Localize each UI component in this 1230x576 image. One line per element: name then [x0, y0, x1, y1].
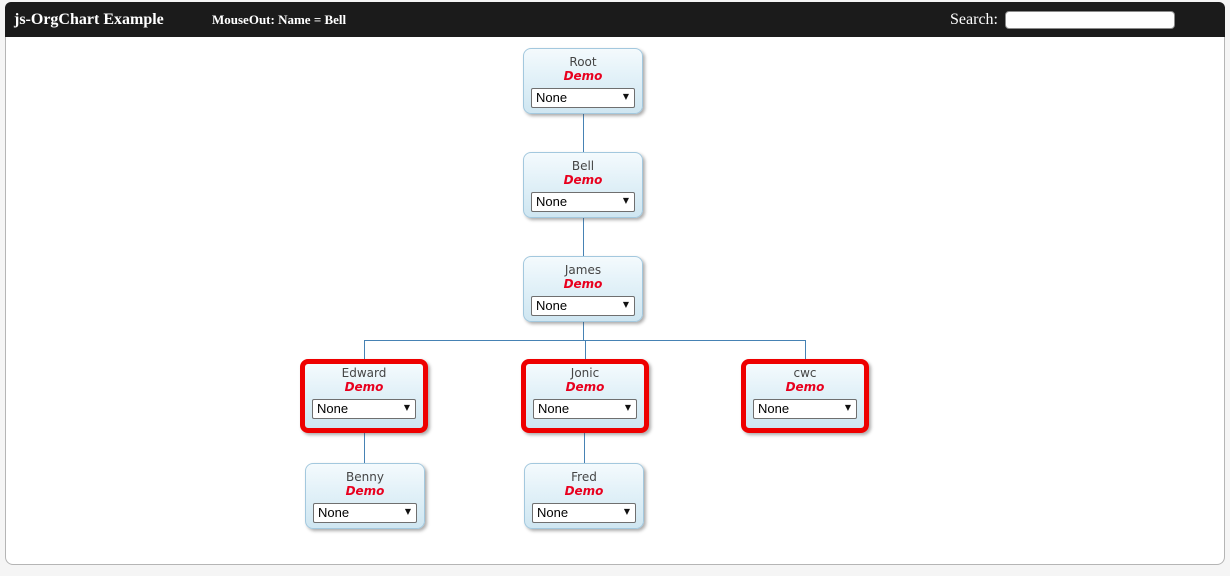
node-subtitle-label: Demo	[345, 484, 385, 498]
node-subtitle-label: Demo	[564, 484, 604, 498]
node-name-label: James	[564, 263, 602, 277]
connector-line	[364, 433, 365, 463]
header-bar: js-OrgChart Example MouseOut: Name = Bel…	[5, 2, 1225, 37]
node-selector[interactable]: None	[753, 398, 857, 419]
node-name-label: cwc	[793, 366, 817, 380]
mouseout-status: MouseOut: Name = Bell	[212, 11, 347, 27]
node-selector[interactable]: None	[531, 191, 635, 212]
search-label: Search:	[950, 10, 998, 28]
node-benny[interactable]: Benny Demo None ▼	[305, 463, 425, 529]
connector-line	[585, 340, 586, 359]
node-selector[interactable]: None	[312, 398, 416, 419]
node-subtitle-label: Demo	[785, 380, 825, 394]
connector-line	[364, 340, 365, 359]
search-input[interactable]	[1005, 10, 1175, 29]
node-subtitle-label: Demo	[563, 277, 603, 291]
node-name-label: Fred	[571, 470, 597, 484]
connector-line	[583, 114, 584, 152]
node-subtitle-label: Demo	[344, 380, 384, 394]
connector-line	[583, 322, 584, 340]
node-selector[interactable]: None	[531, 295, 635, 316]
app-title: js-OrgChart Example	[14, 10, 164, 28]
node-jonic[interactable]: Jonic Demo None ▼	[521, 359, 649, 433]
node-name-label: Edward	[341, 366, 387, 380]
node-selector[interactable]: None	[533, 398, 637, 419]
node-edward[interactable]: Edward Demo None ▼	[300, 359, 428, 433]
node-name-label: Bell	[571, 159, 595, 173]
node-root[interactable]: Root Demo None ▼	[523, 48, 643, 114]
node-name-label: Jonic	[570, 366, 600, 380]
connector-line	[805, 340, 806, 359]
node-name-label: Root	[569, 55, 597, 69]
node-selector[interactable]: None	[532, 502, 636, 523]
node-fred[interactable]: Fred Demo None ▼	[524, 463, 644, 529]
node-name-label: Benny	[346, 470, 384, 484]
node-subtitle-label: Demo	[565, 380, 605, 394]
node-subtitle-label: Demo	[563, 173, 603, 187]
node-subtitle-label: Demo	[563, 69, 603, 83]
connector-line	[583, 218, 584, 256]
node-selector[interactable]: None	[313, 502, 417, 523]
node-cwc[interactable]: cwc Demo None ▼	[741, 359, 869, 433]
search-row: Search:	[950, 10, 1175, 29]
connector-line	[584, 433, 585, 463]
node-james[interactable]: James Demo None ▼	[523, 256, 643, 322]
node-bell[interactable]: Bell Demo None ▼	[523, 152, 643, 218]
node-selector[interactable]: None	[531, 87, 635, 108]
